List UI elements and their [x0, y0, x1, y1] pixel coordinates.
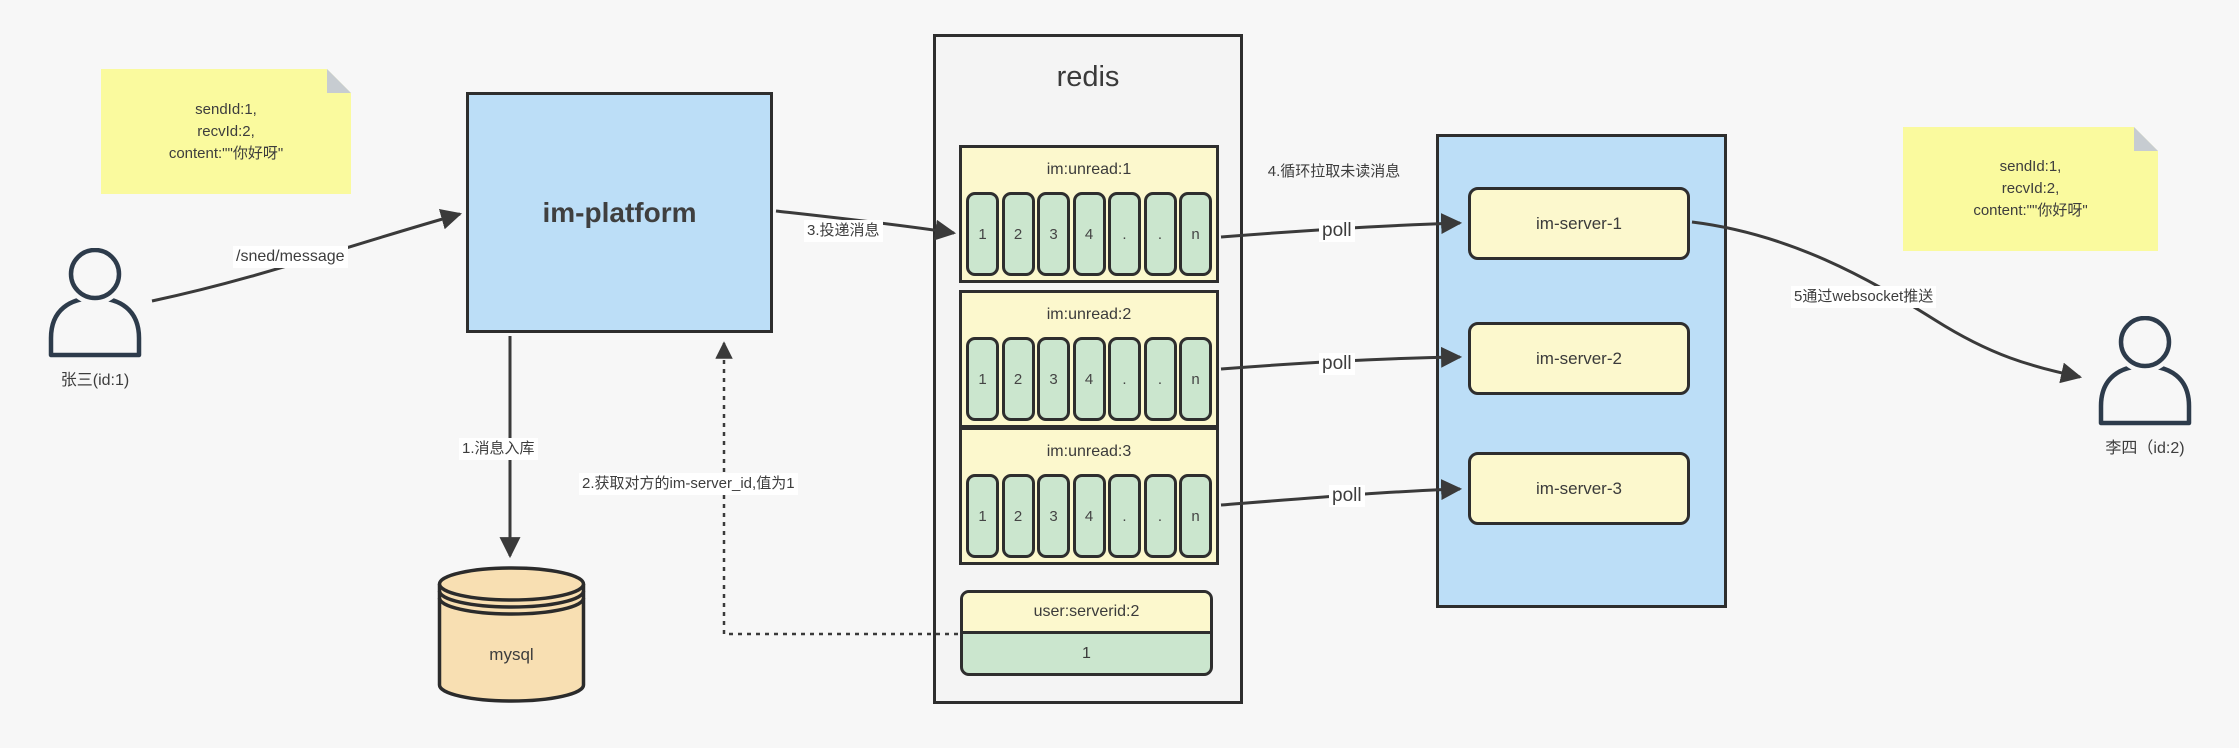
edge-label-poll-1: poll — [1319, 220, 1355, 242]
im-server-3-label: im-server-3 — [1536, 478, 1622, 498]
edge-label-poll-3: poll — [1329, 485, 1365, 507]
edge-label-send-endpoint: /sned/message — [233, 246, 348, 268]
queue-cell: . — [1108, 474, 1141, 558]
queue-cells: 1 2 3 4 . . n — [962, 337, 1216, 421]
queue-cell: 1 — [966, 192, 999, 276]
queue-cell: 4 — [1072, 192, 1106, 276]
queue-cell: 2 — [1001, 192, 1035, 276]
queue-cell: 4 — [1072, 474, 1106, 558]
queue-cell: . — [1108, 192, 1141, 276]
queue-cell: . — [1108, 337, 1141, 421]
note-line: content:""你好呀" — [168, 144, 284, 162]
queue-cells: 1 2 3 4 . . n — [962, 192, 1216, 276]
queue-cell: . — [1143, 192, 1177, 276]
queue-cell: 4 — [1072, 337, 1106, 421]
queue-cell: n — [1179, 474, 1212, 558]
queue-im-unread-2: im:unread:2 1 2 3 4 . . n — [959, 290, 1219, 428]
user-serverid-box: user:serverid:2 1 — [960, 590, 1213, 676]
redis-panel: redis im:unread:1 1 2 3 4 . . n im:unrea… — [933, 34, 1243, 704]
im-server-2-label: im-server-2 — [1536, 348, 1622, 368]
note-line: sendId:1, — [195, 100, 257, 118]
queue-title: im:unread:1 — [1046, 161, 1132, 178]
sticky-note-message-left: sendId:1, recvId:2, content:""你好呀" — [101, 69, 351, 194]
mysql-label: mysql — [489, 645, 534, 664]
im-server-3-node: im-server-3 — [1468, 452, 1690, 525]
user-serverid-value: 1 — [1082, 644, 1091, 662]
queue-cell: . — [1143, 474, 1177, 558]
note-fold-icon — [2134, 127, 2158, 151]
queue-cell: 3 — [1037, 337, 1070, 421]
queue-im-unread-1: im:unread:1 1 2 3 4 . . n — [959, 145, 1219, 283]
note-line: recvId:2, — [2001, 180, 2060, 197]
sender-label: 张三(id:1) — [60, 372, 130, 389]
queue-cell: n — [1179, 337, 1212, 421]
queue-cell: 3 — [1037, 474, 1070, 558]
queue-cell: 2 — [1001, 474, 1035, 558]
edge-label-step5: 5通过websocket推送 — [1791, 286, 1937, 308]
redis-title: redis — [1056, 61, 1120, 93]
im-server-1-node: im-server-1 — [1468, 187, 1690, 260]
im-server-1-label: im-server-1 — [1536, 213, 1622, 233]
queue-cell: n — [1179, 192, 1212, 276]
user-serverid-key: user:serverid:2 — [963, 593, 1210, 634]
queue-cell: . — [1143, 337, 1177, 421]
note-line: recvId:2, — [197, 122, 255, 140]
edge-label-step4: 4.循环拉取未读消息 — [1267, 163, 1401, 180]
edge-label-poll-2: poll — [1319, 353, 1355, 375]
user-icon-sender — [48, 248, 142, 358]
note-fold-icon — [327, 69, 351, 93]
queue-cells: 1 2 3 4 . . n — [962, 474, 1216, 558]
mysql-database-icon — [437, 566, 586, 703]
note-line: sendId:1, — [1999, 158, 2062, 175]
im-platform-label: im-platform — [542, 196, 697, 228]
sticky-note-message-right: sendId:1, recvId:2, content:""你好呀" — [1903, 127, 2158, 251]
queue-title: im:unread:3 — [1046, 443, 1132, 460]
queue-im-unread-3: im:unread:3 1 2 3 4 . . n — [959, 427, 1219, 565]
receiver-label: 李四（id:2) — [2105, 440, 2185, 457]
im-platform-node: im-platform — [466, 92, 773, 333]
edge-label-step3: 3.投递消息 — [804, 220, 883, 242]
queue-title: im:unread:2 — [1046, 306, 1132, 323]
queue-cell: 2 — [1001, 337, 1035, 421]
edge-label-step2: 2.获取对方的im-server_id,值为1 — [579, 473, 798, 495]
queue-cell: 1 — [966, 337, 999, 421]
user-icon-receiver — [2098, 316, 2192, 426]
im-server-2-node: im-server-2 — [1468, 322, 1690, 395]
queue-cell: 3 — [1037, 192, 1070, 276]
queue-cell: 1 — [966, 474, 999, 558]
note-line: content:""你好呀" — [1973, 202, 2088, 219]
im-server-cluster: im-server-1 im-server-2 im-server-3 — [1436, 134, 1727, 608]
edge-label-step1: 1.消息入库 — [459, 438, 538, 460]
